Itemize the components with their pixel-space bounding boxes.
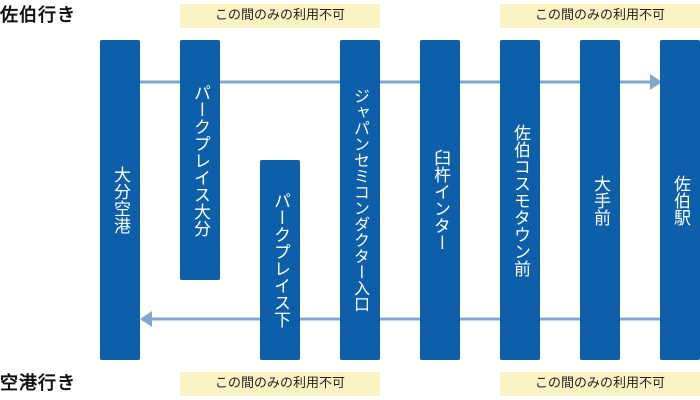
stop-park-place-oita: パークプレイス大分 (180, 40, 220, 280)
stop-label: パークプレイス下 (270, 192, 290, 328)
stop-label: 佐伯コスモタウン前 (510, 123, 530, 277)
unavailable-note-bottom-right: この間のみの利用不可 (500, 372, 700, 396)
stop-oita-airport: 大分空港 (100, 40, 140, 360)
unavailable-note-top-right: この間のみの利用不可 (500, 4, 700, 28)
arrow-left-icon (140, 311, 152, 327)
stop-label: 佐伯駅 (670, 174, 690, 226)
stop-label: 大手前 (590, 174, 610, 226)
stop-park-place-shita: パークプレイス下 (260, 160, 300, 360)
stop-label: パークプレイス大分 (190, 83, 210, 237)
arrow-right-icon (650, 74, 662, 90)
direction-label-saiki: 佐伯行き (0, 5, 76, 26)
stop-otemae: 大手前 (580, 40, 620, 360)
stop-label: ジャパンセミコンダクター入口 (351, 88, 370, 312)
stop-usuki-interchange: 臼杵インター (420, 40, 460, 360)
stop-label: 大分空港 (110, 166, 130, 234)
unavailable-note-bottom-left: この間のみの利用不可 (180, 372, 380, 396)
stop-saiki-cosmo-town: 佐伯コスモタウン前 (500, 40, 540, 360)
stop-label: 臼杵インター (430, 149, 450, 251)
direction-label-airport: 空港行き (0, 373, 76, 394)
unavailable-note-top-left: この間のみの利用不可 (180, 4, 380, 28)
stop-saiki-station: 佐伯駅 (660, 40, 700, 360)
stop-japan-semiconductor-entrance: ジャパンセミコンダクター入口 (340, 40, 380, 360)
